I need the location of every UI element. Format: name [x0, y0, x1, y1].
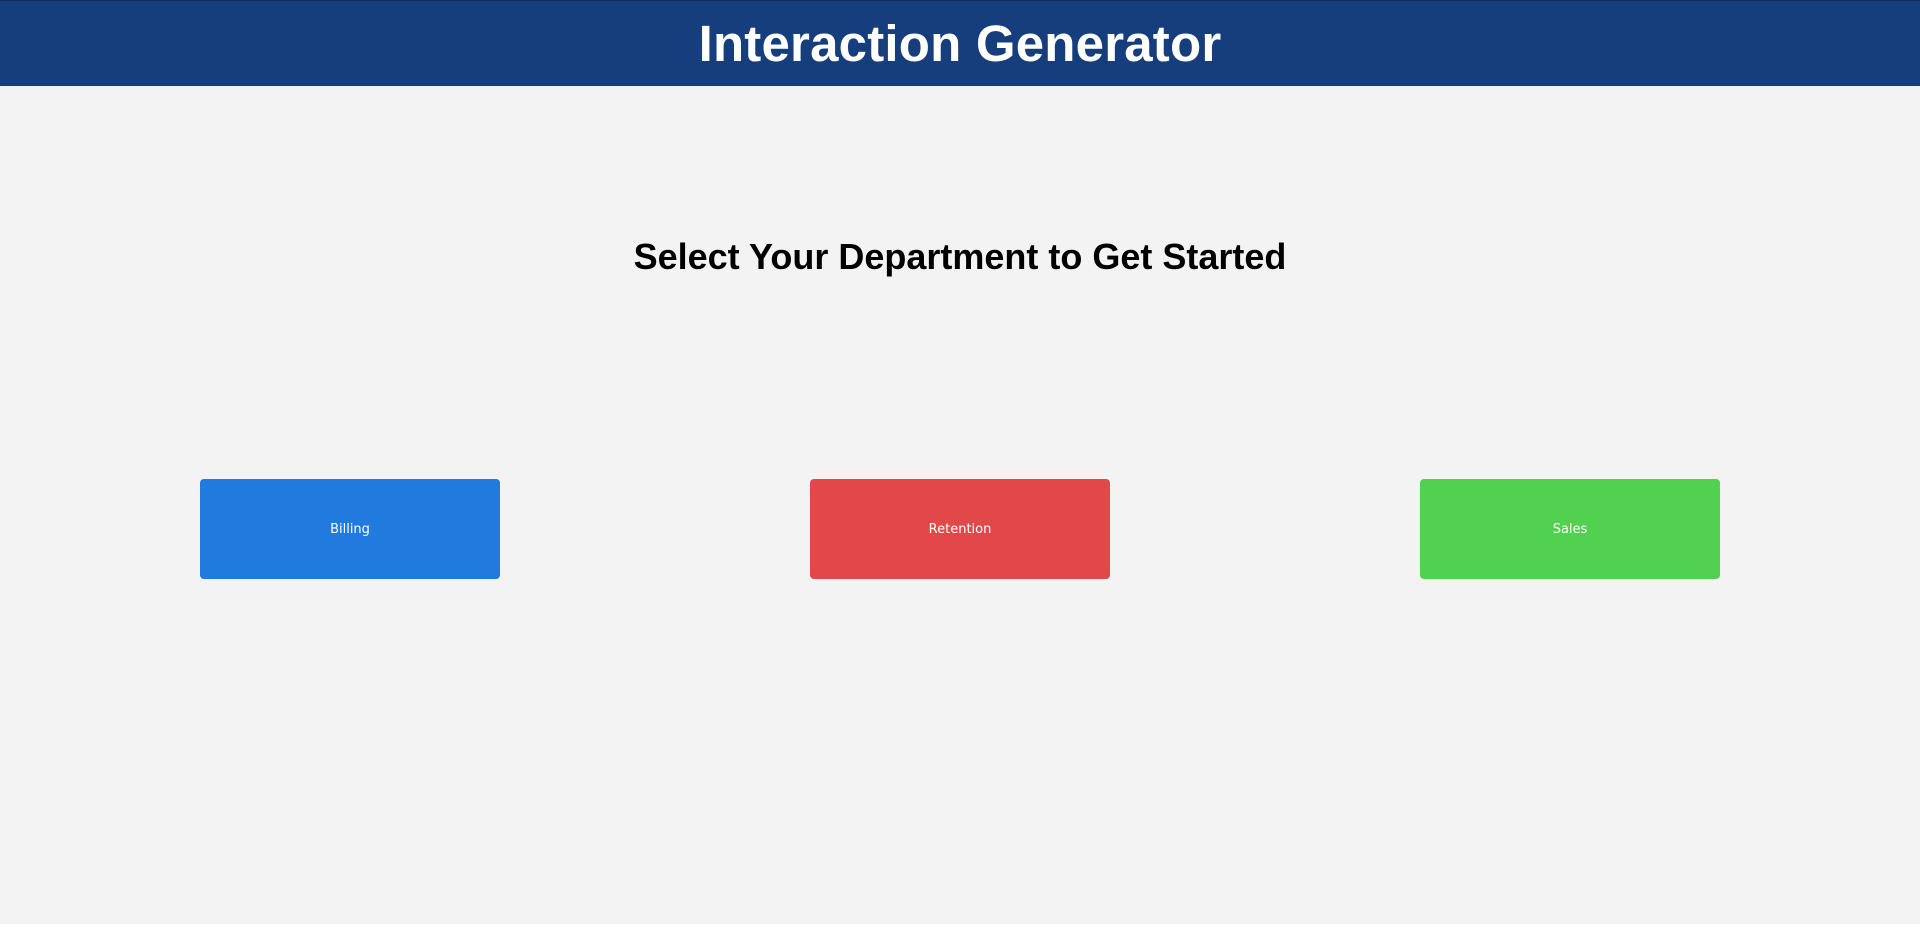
- app-title: Interaction Generator: [698, 15, 1222, 72]
- sales-button[interactable]: Sales: [1420, 479, 1720, 579]
- billing-button[interactable]: Billing: [200, 479, 500, 579]
- department-prompt-heading: Select Your Department to Get Started: [633, 236, 1287, 277]
- bottom-edge: [0, 924, 1920, 927]
- retention-button[interactable]: Retention: [810, 479, 1110, 579]
- app-header: Interaction Generator: [0, 0, 1920, 86]
